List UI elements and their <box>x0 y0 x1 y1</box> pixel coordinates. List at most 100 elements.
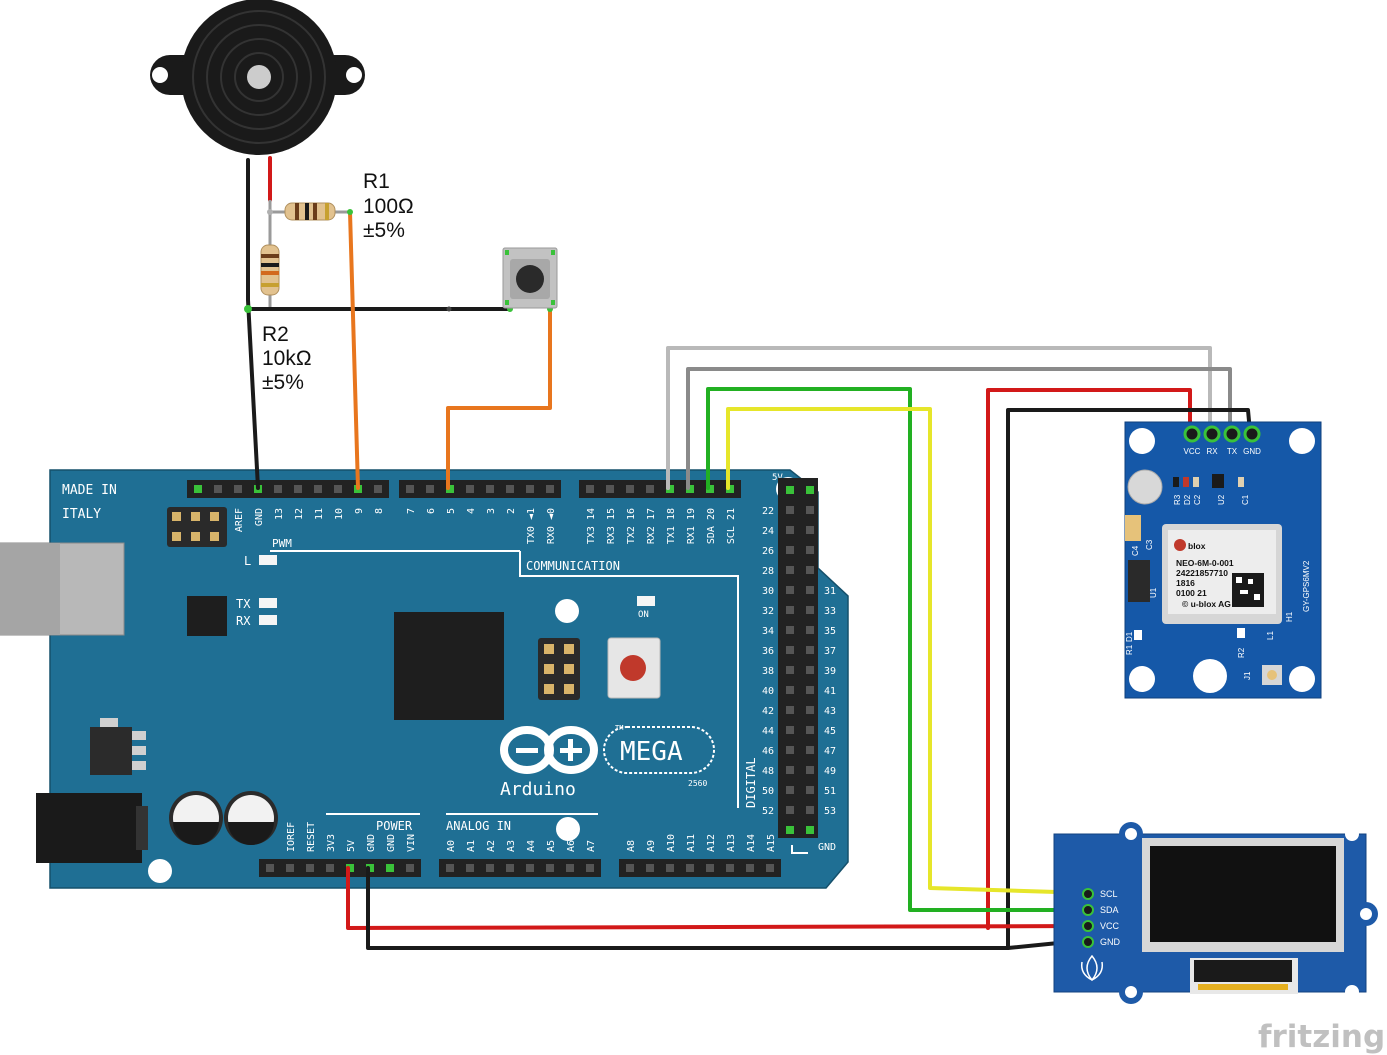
r2-name-label: R2 <box>262 323 289 346</box>
pin-label: A5 <box>546 840 557 852</box>
mounting-hole <box>148 859 172 883</box>
header-pin <box>314 485 322 493</box>
header-pin <box>806 546 814 554</box>
push-button[interactable] <box>502 247 558 309</box>
pin-label: A1 <box>466 840 477 852</box>
header-pin <box>486 864 494 872</box>
pin-label: RESET <box>306 822 317 852</box>
oled-pin <box>1082 936 1094 948</box>
pin-label: A9 <box>646 840 657 852</box>
r2-value-label: 10kΩ <box>262 347 312 370</box>
header-pin <box>806 606 814 614</box>
gps-part-r2: R2 <box>1237 647 1246 658</box>
header-pin <box>326 864 334 872</box>
pin-label: A11 <box>686 834 697 852</box>
pin-label: 53 <box>824 806 836 817</box>
header-pin <box>806 566 814 574</box>
pin-label: A6 <box>566 840 577 852</box>
header-pin <box>526 864 534 872</box>
header-pin <box>806 826 814 834</box>
header-pin <box>706 864 714 872</box>
svg-text:blox: blox <box>1188 541 1206 551</box>
pin-label: 38 <box>762 666 774 677</box>
pin-label: 30 <box>762 586 774 597</box>
header-pin <box>266 864 274 872</box>
led-on-label: ON <box>638 610 649 620</box>
pin-label: TX1 18 <box>666 508 677 544</box>
header-pin <box>806 526 814 534</box>
r1-name-label: R1 <box>363 170 390 193</box>
svg-text:TM: TM <box>615 724 623 732</box>
atmega-chip <box>394 612 504 720</box>
svg-text:Arduino: Arduino <box>500 779 576 800</box>
pin-label: 3 <box>486 508 497 514</box>
header-pin <box>606 485 614 493</box>
led-l <box>259 555 277 565</box>
pin-label: A14 <box>746 834 757 852</box>
gps-part-l1: L1 <box>1266 631 1275 640</box>
led-rx <box>259 615 277 625</box>
pin-label: 5V <box>346 840 357 852</box>
pin-label: A15 <box>766 834 777 852</box>
pin-label: 46 <box>762 746 774 757</box>
header-pin <box>646 864 654 872</box>
pin-label: 11 <box>314 508 325 520</box>
header-pin <box>786 566 794 574</box>
pin-label: 45 <box>824 726 836 737</box>
header-pin <box>466 485 474 493</box>
pin-label: 49 <box>824 766 836 777</box>
header-pin <box>806 486 814 494</box>
pin-label: 48 <box>762 766 774 777</box>
gps-part-c3: C3 <box>1145 539 1154 550</box>
header-pin <box>486 485 494 493</box>
header-pin <box>546 485 554 493</box>
header-pin <box>686 485 694 493</box>
pin-label: 47 <box>824 746 836 757</box>
usb-chip <box>187 596 227 636</box>
gps-pin <box>1243 425 1261 443</box>
gps-part-d2: D2 <box>1183 494 1192 505</box>
pin-label: 40 <box>762 686 774 697</box>
header-pin <box>786 606 794 614</box>
header-pin <box>786 666 794 674</box>
header-pin <box>426 485 434 493</box>
header-pin <box>806 766 814 774</box>
pin-label: A7 <box>586 840 597 852</box>
pin-label: RX3 15 <box>606 508 617 544</box>
header-pin <box>306 864 314 872</box>
header-pin <box>506 864 514 872</box>
grove-leaf-icon <box>1080 954 1104 982</box>
pin-label: A12 <box>706 834 717 852</box>
pin-label: 22 <box>762 506 774 517</box>
header-pin <box>274 485 282 493</box>
header-pin <box>586 485 594 493</box>
pin-label: 32 <box>762 606 774 617</box>
piezo-buzzer <box>150 0 365 155</box>
pin-label: IOREF <box>286 822 297 852</box>
gps-pin-label: VCC <box>1184 447 1201 456</box>
gps-part-j1: J1 <box>1243 671 1252 680</box>
gps-part-c2: C2 <box>1193 494 1202 505</box>
bottom-gnd-label: GND <box>818 842 836 853</box>
header-pin <box>786 706 794 714</box>
arduino-mega-board: MADE IN ITALY PWM COMMUNICATION POWER AN… <box>0 469 849 889</box>
mega-logo: MEGA 2560 <box>603 726 715 788</box>
fritzing-watermark: fritzing <box>1258 1019 1385 1055</box>
r1-value-label: 100Ω <box>363 195 414 218</box>
led-on <box>637 596 655 606</box>
header-pin <box>766 864 774 872</box>
pin-label: GND <box>386 834 397 852</box>
header-communication <box>579 480 741 498</box>
header-pin <box>374 485 382 493</box>
pin-label: RX1 19 <box>686 508 697 544</box>
gps-part-u1: U1 <box>1149 587 1158 598</box>
pin-label: A3 <box>506 840 517 852</box>
gps-module: blox NEO-6M-0-001 24221857710 1816 0100 … <box>1124 421 1322 699</box>
header-pin <box>806 806 814 814</box>
pin-label: RX2 17 <box>646 508 657 544</box>
communication-label: COMMUNICATION <box>526 559 620 573</box>
header-pin <box>806 726 814 734</box>
r1-tolerance-label: ±5% <box>363 219 405 242</box>
reset-button[interactable] <box>607 637 661 699</box>
